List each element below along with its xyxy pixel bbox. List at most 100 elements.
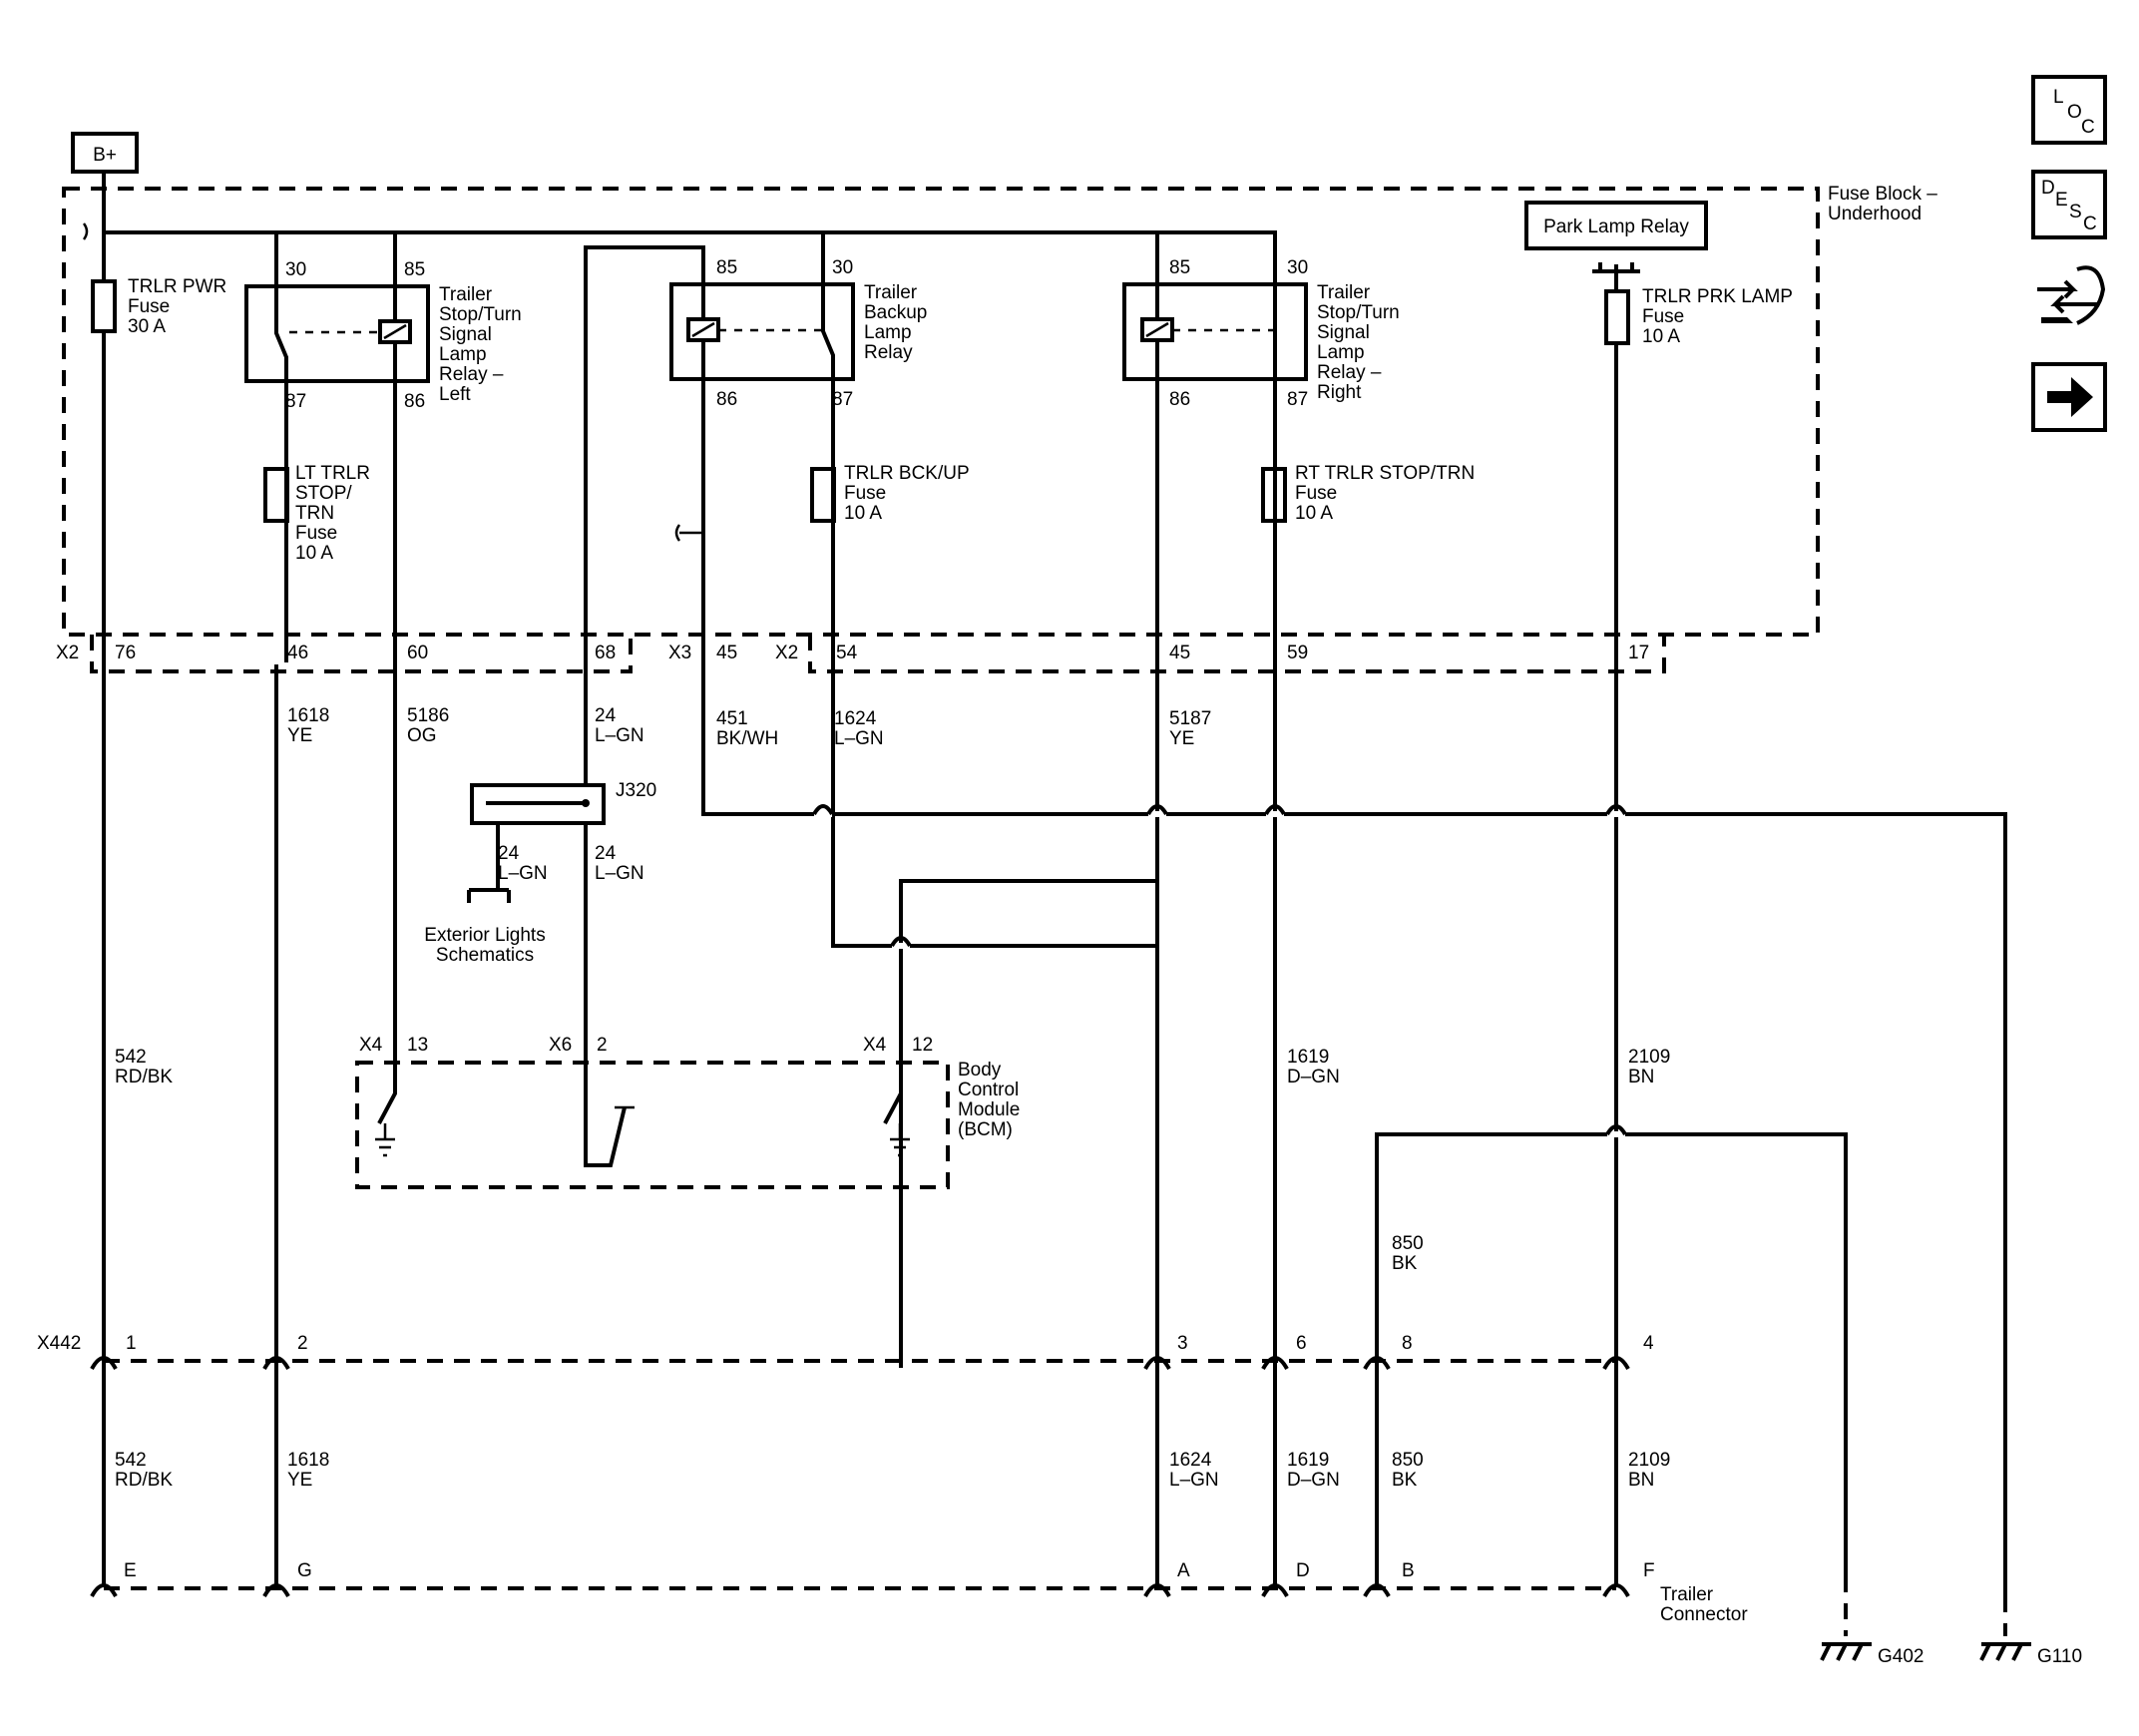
ground-label-g402: G402 <box>1878 1646 1924 1667</box>
svg-text:D: D <box>2041 178 2055 199</box>
wire-crossover <box>1264 804 1286 816</box>
svg-text:45: 45 <box>1169 643 1190 663</box>
svg-text:8: 8 <box>1402 1333 1413 1354</box>
svg-text:2: 2 <box>597 1035 608 1056</box>
connector-terminal <box>262 1356 290 1371</box>
svg-text:4: 4 <box>1643 1333 1654 1354</box>
wire-24-lgn <box>584 664 627 1167</box>
wire-crossover <box>1146 804 1168 816</box>
svg-text:6: 6 <box>1296 1333 1307 1354</box>
exterior-lights-ref <box>467 888 511 903</box>
svg-text:G: G <box>297 1560 312 1581</box>
connector-exchange-icon[interactable] <box>2033 259 2106 339</box>
svg-text:59: 59 <box>1287 643 1308 663</box>
svg-text:O: O <box>2067 102 2082 123</box>
bus-break <box>82 222 89 240</box>
fuse-block-connectors <box>90 635 1666 673</box>
relay-backup-pin-85: 85 <box>716 257 737 278</box>
ground-symbol-g402 <box>1820 1642 1872 1661</box>
svg-text:2: 2 <box>297 1333 308 1354</box>
relay-backup-pin-86: 86 <box>716 389 737 410</box>
connector-terminal <box>1602 1583 1630 1598</box>
ground-symbol-g110 <box>1979 1642 2031 1661</box>
relay-left-pin-87: 87 <box>285 391 306 412</box>
relay-right-pin-85: 85 <box>1169 257 1190 278</box>
svg-text:C: C <box>2081 117 2095 138</box>
svg-text:60: 60 <box>407 643 428 663</box>
svg-text:1: 1 <box>126 1333 137 1354</box>
ground-label-g110: G110 <box>2037 1646 2082 1667</box>
next-arrow-button[interactable] <box>2031 362 2107 432</box>
svg-text:12: 12 <box>912 1035 933 1056</box>
arrow-right-icon <box>2047 377 2093 417</box>
wire-24-exterior <box>486 801 586 890</box>
bcm-ground-2 <box>890 1123 910 1157</box>
wire-crossover <box>812 804 834 816</box>
x442-label: X442 <box>37 1333 81 1354</box>
wire-5186 <box>377 664 397 1124</box>
wire-451-ground <box>701 664 2007 1596</box>
svg-text:54: 54 <box>836 643 858 663</box>
svg-text:X6: X6 <box>549 1035 572 1056</box>
svg-text:A: A <box>1177 1560 1190 1581</box>
connector-terminal <box>262 1583 290 1598</box>
relay-backup-pin-30: 30 <box>832 257 853 278</box>
connector-terminal <box>1602 1356 1630 1371</box>
svg-text:X3: X3 <box>668 643 691 663</box>
relay-left-pin-30: 30 <box>285 259 306 280</box>
fuse-trlr-prk <box>1604 289 1630 345</box>
connector-terminal <box>1363 1356 1391 1371</box>
connector-terminal <box>90 1356 118 1371</box>
description-button[interactable]: D E S C <box>2031 170 2107 239</box>
park-lamp-relay-box <box>1524 201 1708 250</box>
wire-crossover <box>890 936 912 948</box>
connector-caps <box>90 804 1630 1598</box>
park-lamp-feed <box>1592 262 1640 664</box>
connector-terminal <box>1143 1356 1171 1371</box>
svg-text:68: 68 <box>595 643 616 663</box>
b-plus-label: B+ <box>93 145 117 166</box>
connector-terminal <box>1261 1356 1289 1371</box>
relay-backup-pin-87: 87 <box>832 389 853 410</box>
svg-text:S: S <box>2069 202 2082 222</box>
wire-bcm-12 <box>883 881 903 1124</box>
svg-text:X4: X4 <box>863 1035 887 1056</box>
svg-text:L: L <box>2053 87 2064 108</box>
relay-right-pin-30: 30 <box>1287 257 1308 278</box>
bcm-outline <box>355 1061 950 1189</box>
svg-text:45: 45 <box>716 643 737 663</box>
wire-crossover <box>1605 804 1627 816</box>
connector-terminal <box>90 1583 118 1598</box>
fuse-block-label: Fuse Block –Underhood <box>1828 184 1937 224</box>
relay-left-pin-86: 86 <box>404 391 425 412</box>
svg-text:46: 46 <box>287 643 308 663</box>
relay-backup-switch-wire <box>821 232 1157 948</box>
location-button[interactable]: L O C <box>2031 75 2107 145</box>
relay-left-pin-85: 85 <box>404 259 425 280</box>
svg-text:3: 3 <box>1177 1333 1188 1354</box>
svg-text:D: D <box>1296 1560 1310 1581</box>
relay-right-coil-wire <box>899 232 1159 1368</box>
relay-right-pin-87: 87 <box>1287 389 1308 410</box>
